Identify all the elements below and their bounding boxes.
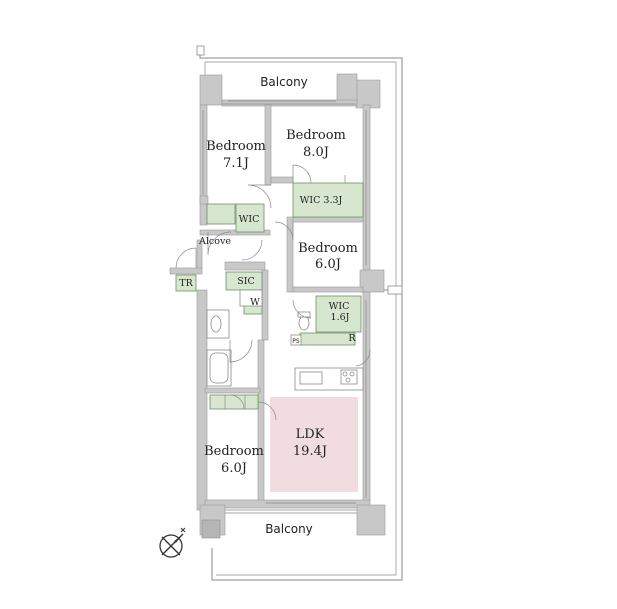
wic-large-label: WIC 3.3J xyxy=(300,195,343,206)
bedroom-sw-size: 6.0J xyxy=(221,461,247,476)
fixtures xyxy=(206,289,364,409)
top-balcony-walls xyxy=(199,73,381,109)
sic-label: SIC xyxy=(237,276,255,287)
balcony-top-label: Balcony xyxy=(260,75,308,89)
wic-small-label: WIC xyxy=(239,214,260,225)
ps-label: PS xyxy=(292,338,300,345)
tr-label: TR xyxy=(179,278,193,289)
bedroom-mid-name: Bedroom xyxy=(298,241,358,256)
outer-outline xyxy=(196,45,403,581)
wic-mid-size: 1.6J xyxy=(331,312,350,323)
storage-areas xyxy=(175,182,364,410)
windows xyxy=(202,100,367,504)
doors xyxy=(175,164,371,421)
bedroom-sw-name: Bedroom xyxy=(204,444,264,459)
alcove-label: Alcove xyxy=(198,236,231,247)
wic-mid-label: WIC xyxy=(329,301,350,312)
ldk-name: LDK xyxy=(296,427,325,442)
balcony-bottom-label: Balcony xyxy=(265,522,313,536)
bedroom-nw-name: Bedroom xyxy=(206,139,266,154)
ldk-size: 19.4J xyxy=(293,444,327,459)
r-label: R xyxy=(348,333,356,344)
north-compass-icon xyxy=(159,527,186,558)
bedroom-mid-size: 6.0J xyxy=(315,257,341,272)
interior-walls xyxy=(169,104,386,539)
ldk-floor xyxy=(270,397,358,492)
bedroom-ne-size: 8.0J xyxy=(303,145,329,160)
bedroom-ne-name: Bedroom xyxy=(286,128,346,143)
w-label: W xyxy=(250,297,260,308)
bedroom-nw-size: 7.1J xyxy=(223,156,249,171)
